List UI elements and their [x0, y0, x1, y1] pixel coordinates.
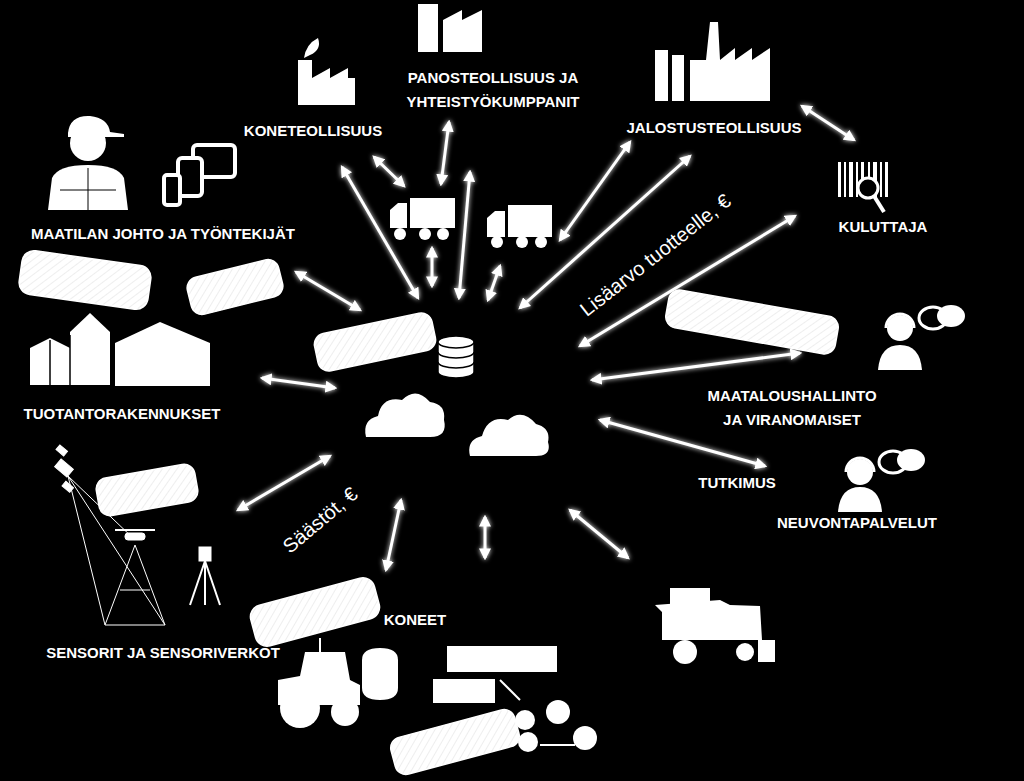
research-label: TUTKIMUS	[698, 471, 776, 495]
farm-management-label: MAATILAN JOHTO JA TYÖNTEKIJÄT	[31, 222, 295, 246]
advisor-icons	[838, 305, 965, 512]
sensors-label: SENSORIT JA SENSORIVERKOT	[46, 641, 280, 665]
farmer-icon	[48, 116, 128, 210]
truck-icons	[390, 198, 552, 248]
factory-icons	[298, 4, 770, 105]
machinery-industry-label: KONETEOLLISUUS	[244, 119, 382, 143]
machines-label: KONEET	[384, 608, 447, 632]
barcode-icon	[838, 162, 888, 212]
supplier-label: PANOSTEOLLISUUS JA YHTEISTYÖKUMPPANIT	[391, 66, 596, 114]
buildings-label: TUOTANTORAKENNUKSET	[24, 402, 221, 426]
administration-label: MAATALOUSHALLINTO JA VIRANOMAISET	[697, 384, 887, 432]
database-icon	[438, 336, 474, 378]
consumer-label: KULUTTAJA	[839, 215, 928, 239]
buildings-icon	[30, 313, 210, 386]
processing-industry-label: JALOSTUSTEOLLISUUS	[626, 116, 801, 140]
devices-icon	[164, 145, 235, 205]
tractor-icon	[278, 638, 597, 752]
arrows	[238, 106, 854, 570]
sensor-icons	[55, 445, 220, 625]
advisory-label: NEUVONTAPALVELUT	[777, 511, 937, 535]
redacted-boxes	[18, 249, 840, 777]
combine-icon	[655, 588, 775, 664]
cloud-icons	[365, 393, 549, 456]
